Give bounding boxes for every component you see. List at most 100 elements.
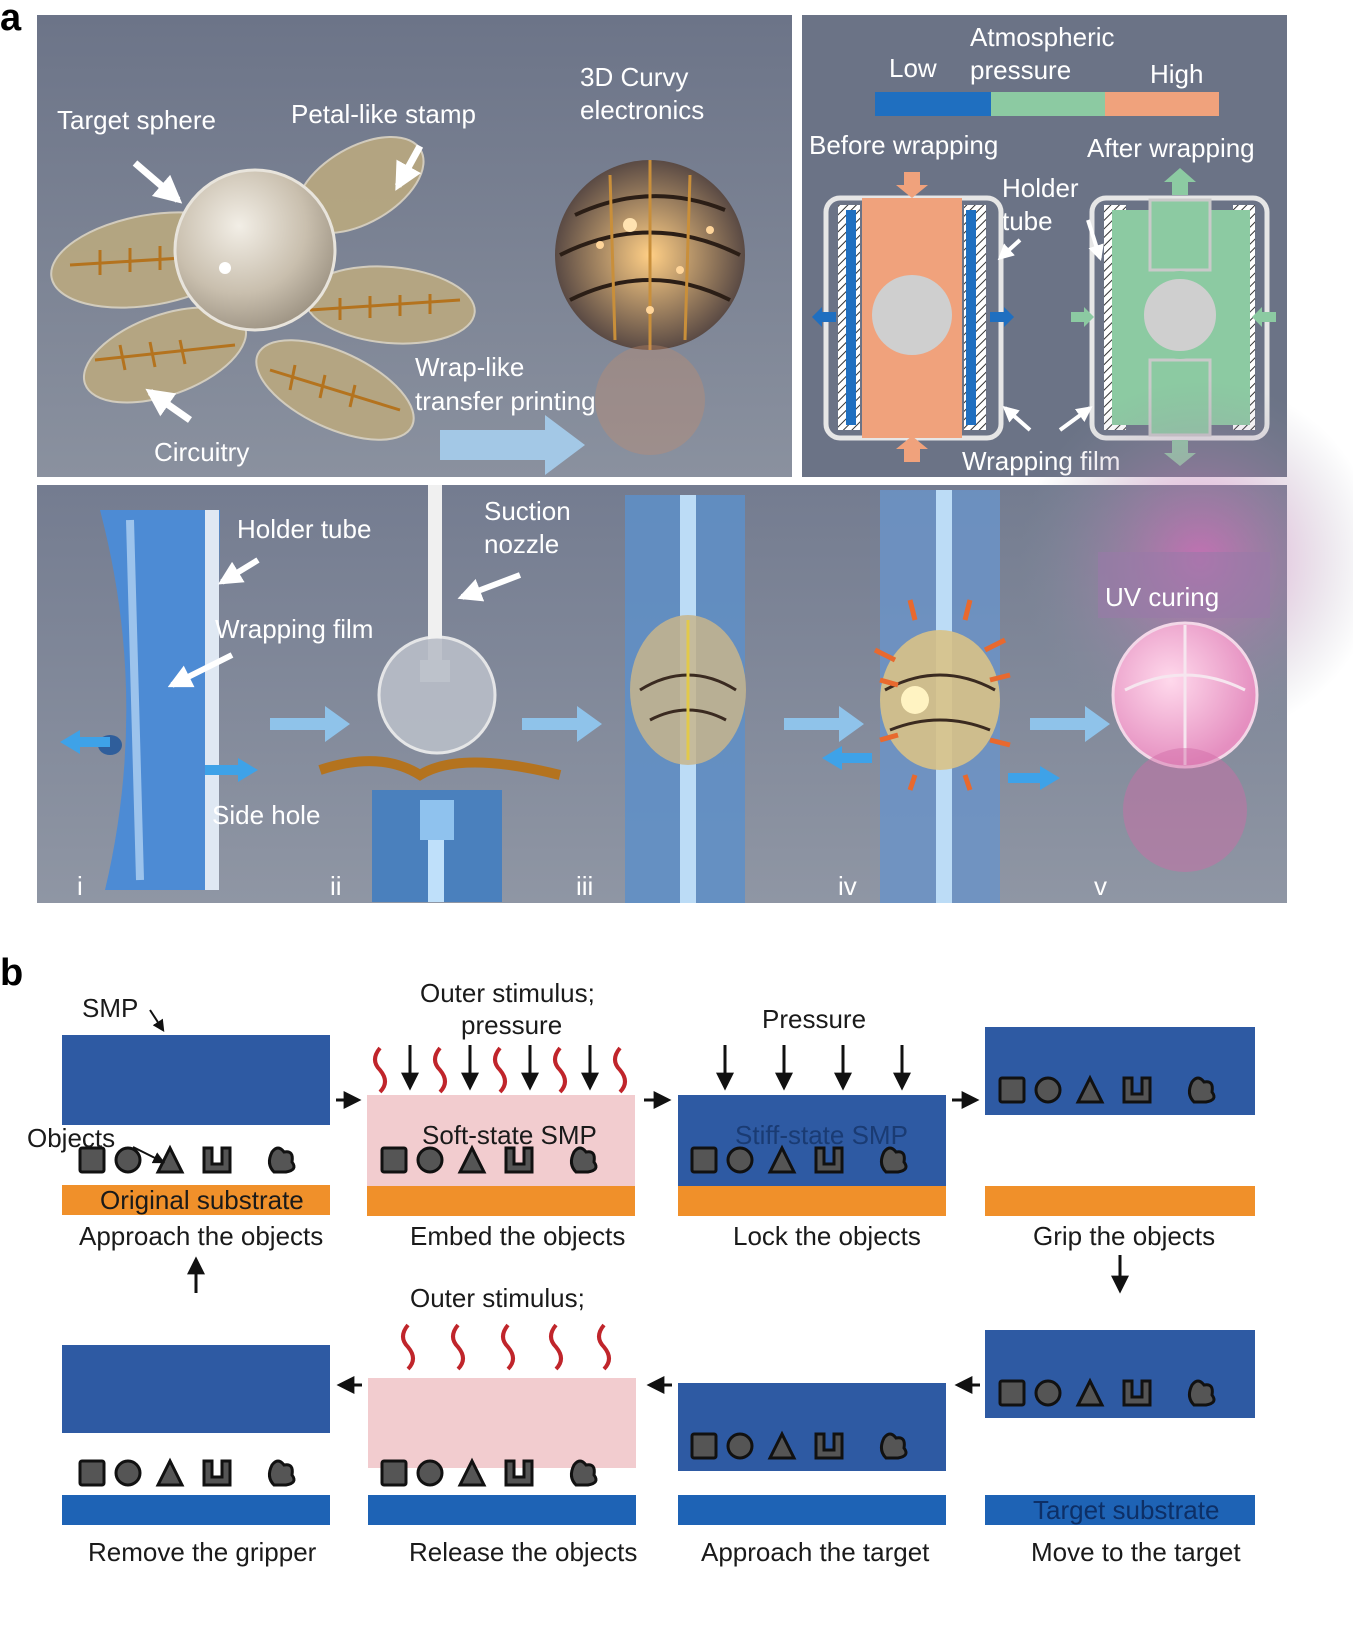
object-square [690,1432,718,1460]
object-row [998,1377,1216,1407]
object-row [78,1457,296,1487]
object-triangle [1075,1377,1105,1407]
original-substrate-3 [678,1186,946,1216]
object-row [998,1074,1216,1104]
object-row [690,1430,908,1460]
wrapped-tube-step-iv [822,490,1060,903]
cell-move-target [985,1330,1255,1525]
petal-stamp-label: Petal-like stamp [291,99,476,129]
arrow-wrapping-film [167,652,234,688]
object-row [380,1457,598,1487]
object-blob [879,1432,908,1460]
target-substrate-3 [368,1495,636,1525]
caption-embed-objects: Embed the objects [410,1221,625,1251]
object-square [998,1076,1026,1104]
cell-remove-gripper [62,1345,330,1525]
object-row [78,1144,296,1174]
stimulus-and-pressure-arrows [373,1045,627,1094]
object-circle [416,1146,444,1174]
step-arrow-4 [1030,706,1110,742]
pressure-colorbar [875,92,1219,116]
pressure-arrows-lock [716,1045,911,1091]
object-triangle [767,1144,797,1174]
object-blob [1187,1076,1216,1104]
object-square [78,1146,106,1174]
holder-tube-label: Holder tube [237,514,371,544]
arrow-suction [457,572,522,602]
cell-lock-objects [678,1095,946,1216]
holder-label-2: tube [1002,206,1053,236]
object-u-shape [814,1432,844,1460]
object-blob [267,1146,296,1174]
arrow-circuitry [145,388,193,423]
caption-grip-objects: Grip the objects [1033,1221,1215,1251]
arrow-film-1 [1002,405,1032,432]
side-hole-label: Side hole [212,800,320,830]
object-circle [114,1146,142,1174]
soft-smp-release [368,1378,636,1468]
low-label: Low [889,53,937,83]
smp-with-objects-move [985,1330,1255,1418]
after-wrapping-label: After wrapping [1087,133,1255,163]
pressure-marks [873,599,1011,791]
step-arrow-2 [522,706,602,742]
stimulus-waves [373,1046,627,1094]
object-u-shape [814,1146,844,1174]
step-label-i: i [77,871,83,901]
arrow-smp [149,1009,165,1033]
caption-lock-objects: Lock the objects [733,1221,921,1251]
suction-label-1: Suction [484,496,571,526]
object-square [380,1146,408,1174]
before-wrapping-diagram [812,172,1014,462]
object-circle [726,1146,754,1174]
caption-release-objects: Release the objects [409,1537,637,1567]
object-square [690,1146,718,1174]
object-circle [114,1459,142,1487]
target-substrate-4 [62,1495,330,1525]
object-triangle [457,1144,487,1174]
bottom-panel: Holder tube Wrapping film Side hole Suct… [37,380,1353,903]
cell-embed-objects [367,1095,635,1216]
curvy-electronics-sphere [555,160,745,455]
object-circle [726,1432,754,1460]
pressure-arrows [401,1045,599,1091]
object-blob [569,1459,598,1487]
target-sphere [173,168,337,332]
object-u-shape [1122,1379,1152,1407]
object-u-shape [504,1146,534,1174]
circuitry [69,245,461,412]
step-label-ii: ii [330,871,342,901]
wrap-label-1: Wrap-like [415,352,524,382]
top-left-panel: Target sphere Petal-like stamp Circuitry… [37,15,792,477]
original-substrate-2 [367,1186,635,1216]
circuitry-label: Circuitry [154,437,249,467]
target-sphere-label: Target sphere [57,105,216,135]
object-triangle [1075,1074,1105,1104]
stimulus-pressure-label-2: pressure [461,1010,562,1040]
object-row [690,1144,908,1174]
arrow-target-sphere [132,160,183,204]
outer-stimulus-label: Outer stimulus; [410,1283,585,1313]
object-triangle [155,1457,185,1487]
objects-label: Objects [27,1123,115,1153]
object-circle [416,1459,444,1487]
holder-label-1: Holder [1002,173,1079,203]
step-arrow-1 [270,706,350,742]
top-right-panel: Atmospheric pressure Low High Before wra… [802,15,1287,477]
stimulus-waves-release [401,1323,611,1371]
wrap-arrow [440,415,585,475]
wrapping-film-label-b: Wrapping film [215,614,373,644]
panel-a-letter: a [0,0,22,39]
object-square [998,1379,1026,1407]
curvy-electronics-label-2: electronics [580,95,704,125]
step-label-v: v [1094,871,1107,901]
smp-label: SMP [82,993,138,1023]
atm-label-2: pressure [970,55,1071,85]
step-arrows [270,706,1110,742]
caption-approach-target: Approach the target [701,1537,930,1567]
after-wrapping-diagram [1071,168,1276,466]
object-square [78,1459,106,1487]
smp-with-objects [985,1027,1255,1115]
object-circle [1034,1379,1062,1407]
